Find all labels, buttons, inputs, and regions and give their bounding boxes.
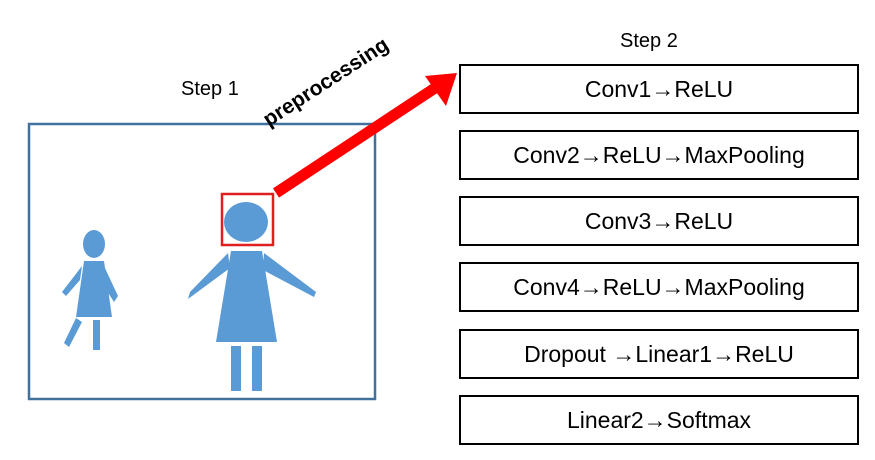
child-figure — [62, 230, 118, 350]
layer-box-conv1: Conv1→ReLU — [459, 64, 859, 114]
step-1-label: Step 1 — [181, 78, 239, 100]
face-detection-box — [220, 192, 275, 247]
layer-box-conv2: Conv2→ReLU→MaxPooling — [459, 130, 859, 180]
adult-figure — [188, 202, 316, 391]
layer-box-conv4: Conv4→ReLU→MaxPooling — [459, 262, 859, 312]
preprocessing-arrow — [272, 73, 457, 198]
layer-box-dropout-linear1: Dropout →Linear1→ReLU — [459, 329, 859, 379]
step-2-label: Step 2 — [620, 30, 678, 52]
layer-box-linear2: Linear2→Softmax — [459, 395, 859, 445]
input-image-frame — [27, 122, 377, 401]
layer-box-conv3: Conv3→ReLU — [459, 196, 859, 246]
